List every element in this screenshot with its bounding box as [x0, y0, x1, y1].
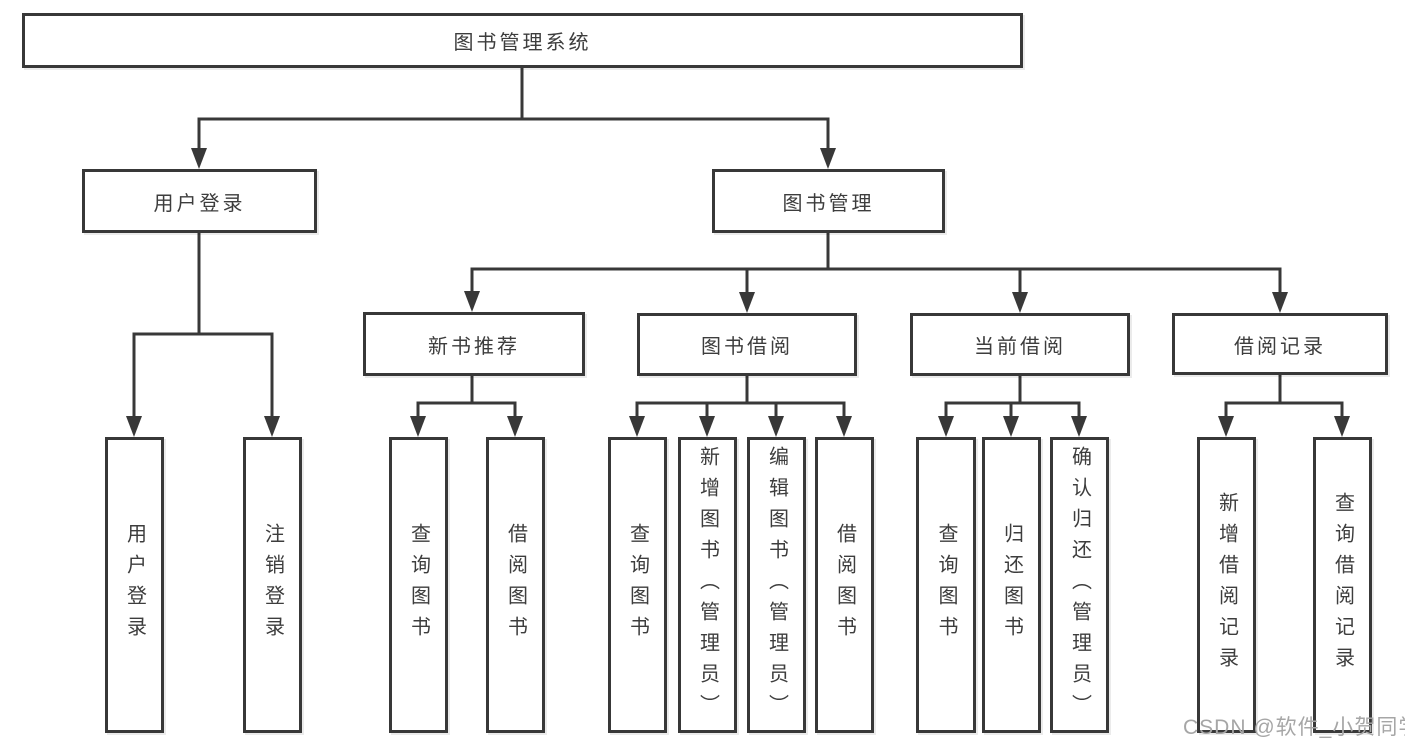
- node-label: 查询图书: [407, 523, 430, 647]
- leaf-bb-query-books: 查询图书: [608, 437, 667, 733]
- node-book-management: 图书管理: [712, 169, 945, 233]
- node-current-borrowing: 当前借阅: [910, 313, 1130, 376]
- node-new-book-recommend: 新书推荐: [363, 312, 585, 376]
- node-label: 当前借阅: [974, 336, 1066, 358]
- leaf-logout-login: 注销登录: [243, 437, 302, 733]
- node-label: 用户登录: [123, 523, 146, 647]
- node-label: 借阅图书: [504, 523, 527, 647]
- node-label: 借阅记录: [1234, 335, 1326, 358]
- node-label: 用户登录: [153, 192, 246, 215]
- node-label: 查询借阅记录: [1331, 492, 1354, 678]
- leaf-bb-add-books-admin: 新增图书（管理员）: [678, 437, 737, 733]
- leaf-user-login: 用户登录: [105, 437, 164, 733]
- node-label: 借阅图书: [833, 523, 856, 647]
- node-label: 新增图书（管理员）: [696, 445, 719, 725]
- node-user-login: 用户登录: [82, 169, 317, 233]
- leaf-cb-query-books: 查询图书: [916, 437, 976, 733]
- leaf-br-add-borrow-record: 新增借阅记录: [1197, 437, 1256, 733]
- node-label: 图书管理: [782, 192, 875, 215]
- node-label: 注销登录: [261, 523, 284, 647]
- node-label: 编辑图书（管理员）: [765, 445, 788, 725]
- node-label: 确认归还（管理员）: [1068, 445, 1091, 725]
- leaf-cb-return-books: 归还图书: [982, 437, 1041, 733]
- node-label: 新增借阅记录: [1215, 492, 1238, 678]
- node-book-borrowing: 图书借阅: [637, 313, 857, 376]
- leaf-cb-confirm-return-admin: 确认归还（管理员）: [1050, 437, 1109, 733]
- leaf-nbr-query-books: 查询图书: [389, 437, 448, 733]
- node-label: 查询图书: [626, 523, 649, 647]
- csdn-watermark: CSDN @软件_小贺同学: [1183, 716, 1405, 739]
- node-label: 新书推荐: [428, 335, 520, 358]
- node-label: 图书管理系统: [453, 32, 592, 54]
- node-label: 图书借阅: [701, 336, 793, 358]
- leaf-nbr-borrow-books: 借阅图书: [486, 437, 545, 733]
- leaf-bb-borrow-books: 借阅图书: [815, 437, 874, 733]
- node-borrow-records: 借阅记录: [1172, 313, 1388, 375]
- node-label: 归还图书: [1000, 523, 1023, 647]
- leaf-br-query-borrow-record: 查询借阅记录: [1313, 437, 1372, 733]
- node-label: 查询图书: [935, 523, 957, 647]
- node-library-management-system: 图书管理系统: [22, 13, 1023, 68]
- leaf-bb-edit-books-admin: 编辑图书（管理员）: [747, 437, 806, 733]
